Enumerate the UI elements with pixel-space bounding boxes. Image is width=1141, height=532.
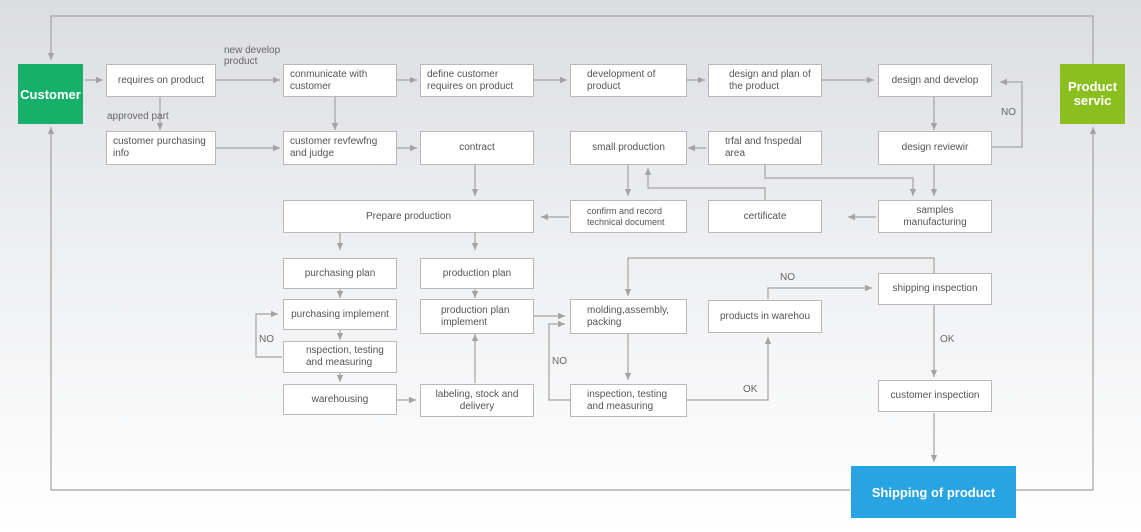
label-approved-part: approved part bbox=[107, 111, 169, 122]
node-trial-area: trfal and fnspedal area bbox=[708, 131, 822, 165]
node-certificate: certificate bbox=[708, 200, 822, 233]
node-purchasing-plan: purchasing plan bbox=[283, 258, 397, 289]
arrow-inspection-no-loop bbox=[255, 310, 282, 358]
node-design-review: design reviewir bbox=[878, 131, 992, 165]
label-new-develop-product: new develop product bbox=[224, 45, 281, 67]
customer-node: Customer bbox=[18, 64, 83, 124]
arrow-shipping-inspection-no-to-molding bbox=[624, 257, 935, 296]
arrow-inspection-ok-to-warehouse bbox=[687, 337, 772, 401]
product-service-node: Product servic bbox=[1060, 64, 1125, 124]
node-customer-review-and-judge: customer revfewfng and judge bbox=[283, 131, 397, 165]
node-production-plan-implement: production plan implement bbox=[420, 299, 534, 334]
node-design-and-develop: design and develop bbox=[878, 64, 992, 97]
node-customer-inspection: customer inspection bbox=[878, 380, 992, 412]
node-samples-manufacturing: samples manufacturing bbox=[878, 200, 992, 233]
label-no-molding: NO bbox=[552, 356, 567, 367]
label-no-purchasing: NO bbox=[259, 334, 274, 345]
node-customer-purchasing-info: customer purchasing info bbox=[106, 131, 216, 165]
outer-loop-to-customer bbox=[47, 15, 1094, 64]
shipping-of-product-node: Shipping of product bbox=[851, 466, 1016, 518]
label-no-design: NO bbox=[1001, 107, 1016, 118]
node-define-customer-requires: define customer requires on product bbox=[420, 64, 534, 97]
arrow-warehouse-to-shipping-inspection bbox=[767, 284, 872, 299]
label-no-warehouse: NO bbox=[780, 272, 795, 283]
node-design-and-plan: design and plan of the product bbox=[708, 64, 822, 97]
node-warehousing: warehousing bbox=[283, 384, 397, 415]
node-inspection-testing-measuring-2: inspection, testing and measuring bbox=[570, 384, 687, 417]
node-small-production: small production bbox=[570, 131, 687, 165]
node-confirm-and-record: confirm and record technical document bbox=[570, 200, 687, 233]
node-inspection-testing-measuring-1: nspection, testing and measuring bbox=[283, 341, 397, 373]
node-prepare-production: Prepare production bbox=[283, 200, 534, 233]
node-purchasing-implement: purchasing implement bbox=[283, 299, 397, 330]
label-ok-shipping: OK bbox=[940, 334, 955, 345]
arrow-trial-to-samples bbox=[764, 164, 917, 196]
node-contract: contract bbox=[420, 131, 534, 165]
node-labeling-stock-delivery: labeling, stock and delivery bbox=[420, 384, 534, 417]
shipping-to-product-service bbox=[1016, 127, 1097, 491]
node-shipping-inspection: shipping inspection bbox=[878, 273, 992, 305]
label-ok-inspection: OK bbox=[743, 384, 758, 395]
node-molding-assembly-packing: molding,assembly, packing bbox=[570, 299, 687, 334]
arrow-certificate-to-small-production bbox=[644, 168, 766, 200]
outer-loop-bottom bbox=[47, 127, 850, 491]
node-products-in-warehouse: products in warehou bbox=[708, 300, 822, 333]
arrow-review-no-loop bbox=[992, 78, 1023, 148]
arrow-inspection-no-to-molding bbox=[548, 320, 570, 401]
node-production-plan: production plan bbox=[420, 258, 534, 289]
node-communicate-with-customer: conmunicate with customer bbox=[283, 64, 397, 97]
node-development-of-product: development of product bbox=[570, 64, 687, 97]
node-requires-on-product: requires on product bbox=[106, 64, 216, 97]
